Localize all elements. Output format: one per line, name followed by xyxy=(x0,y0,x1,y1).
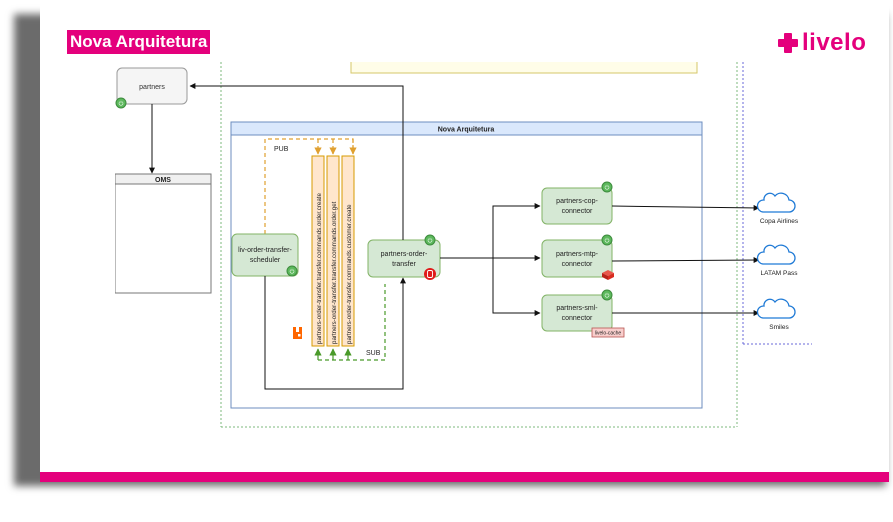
sml-label-line1: partners-sml- xyxy=(556,305,598,312)
transfer-to-sml-arrow xyxy=(492,258,541,316)
database-icon xyxy=(424,268,436,280)
order-transfer-health-icon xyxy=(424,234,436,246)
queue-order-get xyxy=(326,155,340,347)
cloud-latam-label: LATAM Pass xyxy=(761,270,799,277)
pub-branch-lines xyxy=(332,139,354,154)
transfer-to-partners-arrow xyxy=(189,83,404,240)
top-note-box xyxy=(350,62,698,74)
livelo-cache-badge xyxy=(591,327,625,338)
power-status-icon xyxy=(115,97,127,109)
oms-label: OMS xyxy=(155,177,171,184)
power-status-glyph: ⏻ xyxy=(119,101,124,108)
cloud-icon xyxy=(756,244,796,265)
mtp-connector-node xyxy=(541,239,613,278)
queue-label-2: partners-order-transfer.transfer.command… xyxy=(331,201,338,344)
mtp-label-line2: connector xyxy=(562,261,593,268)
order-transfer-label-line1: partners-order- xyxy=(381,251,428,258)
group-nova-arquitetura xyxy=(230,121,703,409)
scheduler-health-icon xyxy=(286,265,298,277)
database-glyph xyxy=(427,270,433,278)
sub-label: SUB xyxy=(366,350,381,357)
rabbitmq-icon xyxy=(293,327,302,339)
mtp-health-glyph: ⏻ xyxy=(605,238,610,245)
sml-health-glyph: ⏻ xyxy=(605,293,610,300)
group-header xyxy=(230,121,703,136)
mtp-label-line1: partners-mtp- xyxy=(556,251,599,258)
order-transfer-health-glyph: ⏻ xyxy=(428,238,433,245)
scheduler-label-line1: liv-order-transfer- xyxy=(238,247,292,254)
livelo-logo: livelo xyxy=(778,28,866,58)
architecture-diagram: partners ⏻ OMS Nova Arquitetura PUB part… xyxy=(115,62,812,429)
cloud-copa-label: Copa Airlines xyxy=(760,218,799,225)
sml-health-icon xyxy=(601,289,613,301)
redis-icon xyxy=(602,270,614,280)
cloud-icon xyxy=(756,298,796,319)
group-title: Nova Arquitetura xyxy=(438,127,495,134)
cop-to-copa-arrow xyxy=(611,204,760,211)
cop-health-glyph: ⏻ xyxy=(605,185,610,192)
scheduler-label-line2: scheduler xyxy=(250,257,281,264)
oms-header xyxy=(115,173,212,185)
cloud-smiles-label: Smiles xyxy=(769,324,789,331)
mtp-to-latam-arrow xyxy=(611,257,760,264)
queue-customer-create xyxy=(341,155,355,347)
scheduler-to-transfer-arrow xyxy=(264,276,406,390)
cloud-icon xyxy=(756,192,796,213)
mtp-health-icon xyxy=(601,234,613,246)
slide-title: Nova Arquitetura xyxy=(67,30,211,54)
cop-health-icon xyxy=(601,181,613,193)
queue-order-create xyxy=(311,155,325,347)
scheduler-health-glyph: ⏻ xyxy=(290,269,295,276)
transfer-to-cop-arrow xyxy=(492,203,541,258)
sub-line xyxy=(318,284,386,361)
order-transfer-label-line2: transfer xyxy=(392,261,416,268)
sml-label-line2: connector xyxy=(562,315,593,322)
queue-label-3: partners-order-transfer.commands.custome… xyxy=(346,204,353,344)
livelo-cache-label: livelo-cache xyxy=(595,331,622,337)
cop-label-line2: connector xyxy=(562,208,593,215)
pub-label: PUB xyxy=(274,146,289,153)
cop-connector-node xyxy=(541,187,613,225)
cop-label-line1: partners-cop- xyxy=(556,198,598,205)
brand-name: livelo xyxy=(802,29,867,56)
partners-label: partners xyxy=(139,84,165,91)
oms-box xyxy=(115,173,212,294)
queue-label-1: partners-order-transfer.transfer.command… xyxy=(316,192,323,344)
brand-cross-icon xyxy=(778,33,798,53)
sml-connector-node xyxy=(541,294,613,332)
